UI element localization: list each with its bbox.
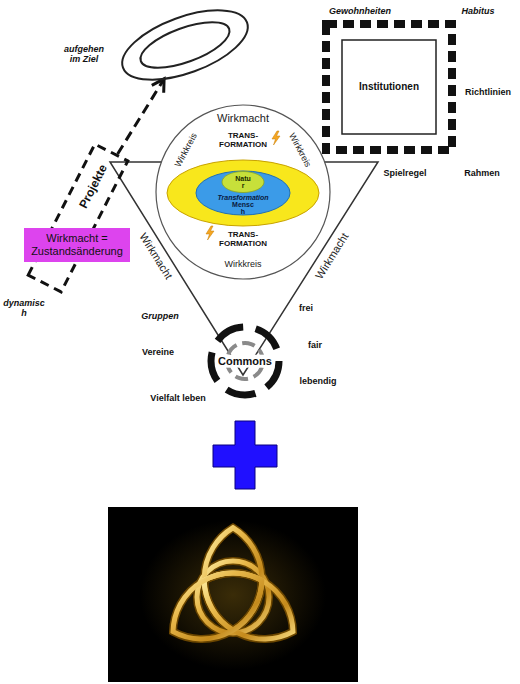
connector <box>118 79 165 154</box>
goal-ellipse-outline <box>115 5 255 85</box>
lightning-symbol <box>272 131 280 145</box>
lightning-symbol <box>206 226 214 240</box>
project-box-shape <box>28 144 128 292</box>
plus-sign <box>213 421 277 489</box>
commons-note: Vielfalt leben <box>150 393 205 403</box>
goal-ellipse-shape <box>113 0 256 94</box>
goal-ellipse: aufgehen im Ziel <box>115 5 255 85</box>
commons-note: frei <box>299 303 313 313</box>
institution-note: Richtlinien <box>465 87 511 97</box>
institution-title: Institutionen <box>359 81 419 93</box>
goal-ellipse-shape <box>113 0 256 94</box>
impact-label: Wirkmacht <box>217 112 269 125</box>
transformation-label: TRANS- FORMATION <box>219 131 267 149</box>
ellipse-label: Transformation <box>217 194 268 201</box>
goal-label: aufgehen im Ziel <box>59 44 109 65</box>
ellipse-label: Natu r <box>235 175 251 189</box>
project-note: dynamisc h <box>3 298 45 319</box>
institution-box: Institutionen <box>322 20 456 154</box>
definition-box-shape <box>24 228 130 262</box>
commons-note: fair <box>308 340 322 350</box>
institution-note: Habitus <box>461 6 494 16</box>
institution-note: Spielregel <box>383 168 426 178</box>
commons-cloud: Commons <box>195 320 295 402</box>
project-box-outline <box>26 142 130 294</box>
ellipse-label: Mensc h <box>232 201 254 215</box>
nature-ellipse: Natu r <box>221 171 265 193</box>
commons-note: lebendig <box>299 376 336 386</box>
image-frame <box>108 507 358 682</box>
connector-line <box>118 79 165 154</box>
arrow-head <box>152 79 164 93</box>
transformation-label: TRANS- FORMATION <box>219 230 267 248</box>
institution-box-shape <box>342 40 436 134</box>
project-box: Projekte <box>26 142 130 294</box>
triquetra <box>173 528 293 639</box>
nature-ellipse-shape <box>222 172 264 193</box>
impact-circle: WirkmachtWirkkreisTRANS- FORMATIONWirkkr… <box>155 104 331 280</box>
commons-note: Vereine <box>142 347 174 357</box>
human-ellipse-shape <box>196 171 290 215</box>
human-ellipse: TransformationMensc h Natu r <box>195 170 291 216</box>
triquetra-leaf <box>204 573 293 639</box>
commons-cloud-shape <box>211 327 279 395</box>
impact-circle-shape <box>156 105 330 279</box>
institution-note: Rahmen <box>464 168 500 178</box>
definition-box: Wirkmacht = Zustandsänderung <box>24 228 130 262</box>
goal-ellipse-shape <box>135 13 235 77</box>
impact-circle-shape <box>167 160 319 226</box>
commons-title: Commons <box>216 355 274 368</box>
triquetra-leaf <box>173 573 262 639</box>
definition-text: Wirkmacht = Zustandsänderung <box>27 232 127 257</box>
institution-box-shape <box>326 24 452 150</box>
image-glow <box>140 520 326 670</box>
institution-note: Gewohnheiten <box>329 6 391 16</box>
commons-note: Gruppen <box>141 311 179 321</box>
circle-label: Wirkkreis <box>225 259 262 269</box>
